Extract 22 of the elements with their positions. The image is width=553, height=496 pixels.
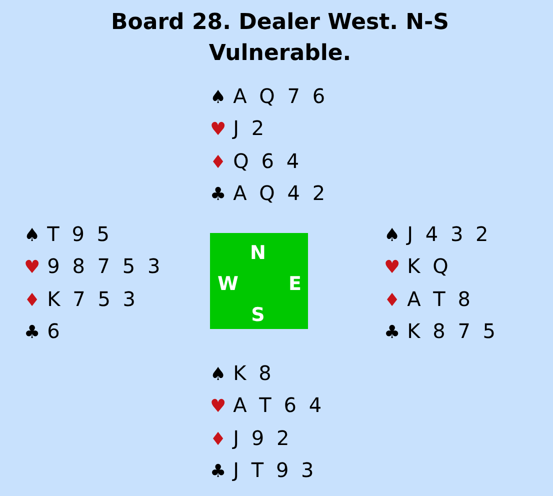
- card-holding: ♥ K Q: [384, 254, 452, 278]
- card-holding: ♦ K 7 5 3: [24, 286, 139, 311]
- direction-letter: N: [250, 243, 266, 263]
- card-holding: ♣ 6: [24, 319, 63, 344]
- card-holding: ♦ Q 6 4: [210, 148, 302, 173]
- direction-letter: S: [251, 305, 265, 325]
- card-holding: ♠ A Q 7 6: [210, 84, 328, 108]
- direction-letter: W: [218, 274, 238, 294]
- card-holding: ♣ J T 9 3: [210, 458, 317, 482]
- card-holding: ♥ A T 6 4: [210, 393, 325, 418]
- card-holding: ♦ A T 8: [384, 286, 474, 311]
- card-holding: ♥ J 2: [210, 116, 268, 140]
- card-holding: ♣ A Q 4 2: [210, 181, 328, 206]
- compass-square: [210, 233, 308, 329]
- card-holding: ♠ J 4 3 2: [384, 222, 492, 246]
- card-holding: ♠ T 9 5: [24, 222, 113, 246]
- card-holding: ♠ K 8: [210, 361, 274, 385]
- diagram-title: Board 28. Dealer West. N-S Vulnerable.: [110, 9, 450, 68]
- card-holding: ♦ J 9 2: [210, 426, 292, 450]
- direction-letter: E: [288, 274, 302, 294]
- card-holding: ♣ K 8 7 5: [384, 319, 499, 344]
- card-holding: ♥ 9 8 7 5 3: [24, 254, 164, 278]
